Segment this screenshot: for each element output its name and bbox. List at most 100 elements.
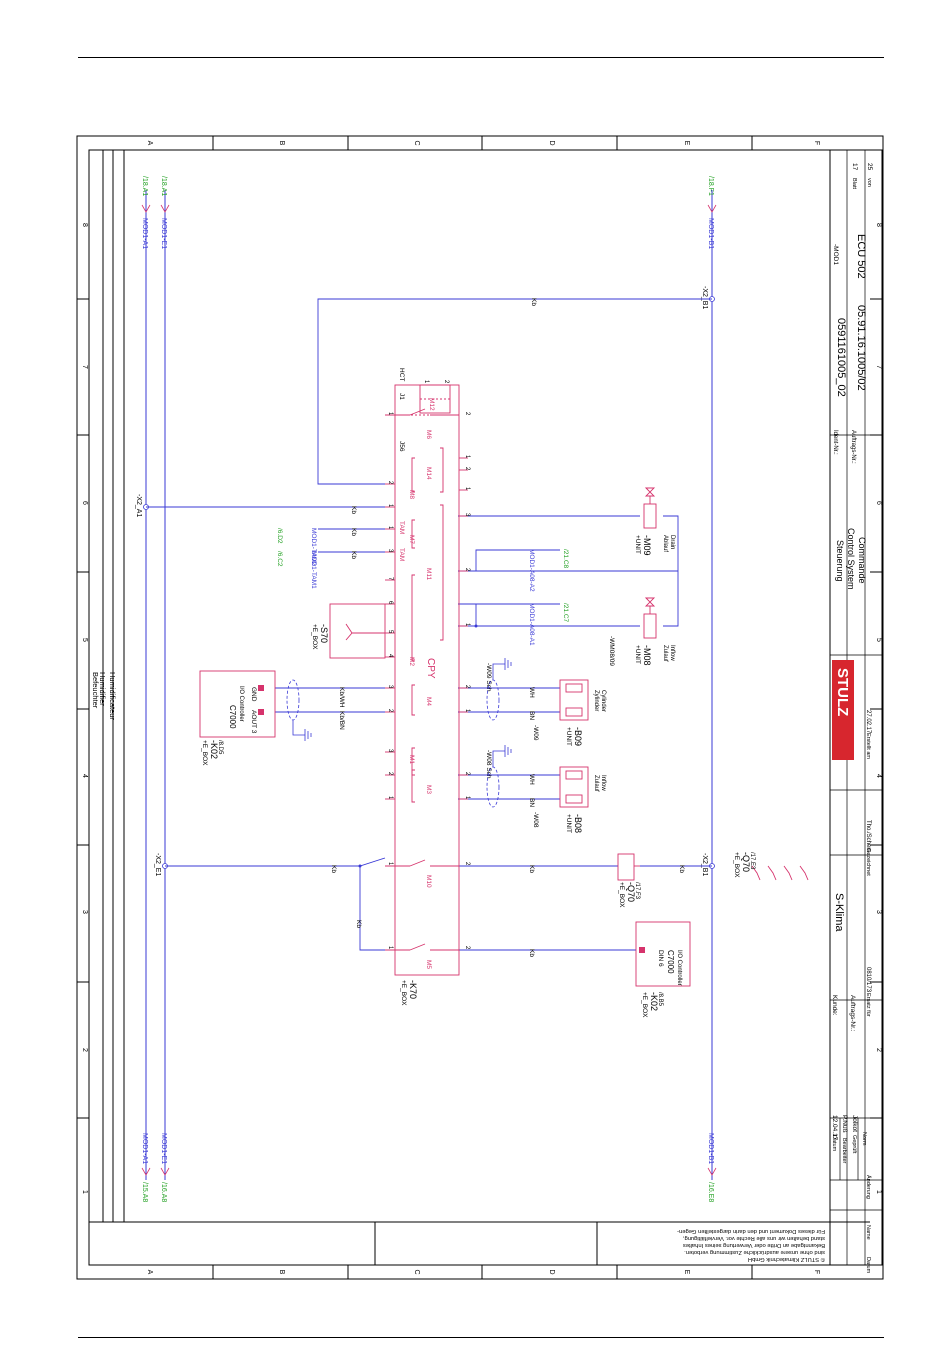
module-m1: M1 bbox=[408, 755, 415, 764]
order2-label: Auftrags-Nr.: bbox=[850, 430, 856, 464]
svg-text:2: 2 bbox=[464, 862, 470, 866]
grid-letter-d-top: D bbox=[548, 140, 555, 145]
section-title-de: Befeuchter bbox=[91, 672, 100, 709]
m08-location: +UNIT bbox=[634, 645, 641, 664]
pin-numbers: 1 1 1 2 3 2 3 4 5 6 7 3 1 1 2 1 2 2 1 2 … bbox=[387, 380, 470, 950]
svg-text:7: 7 bbox=[387, 577, 393, 581]
module-m12: M12 bbox=[428, 398, 435, 411]
replace-value: 0810/173 bbox=[865, 967, 871, 993]
k02-gnd: GND bbox=[250, 687, 257, 702]
grid-labels: A B C D E F A B C D E F 1 2 3 4 5 6 7 8 … bbox=[81, 140, 882, 1274]
wire-kbbn: Kb/BN bbox=[338, 711, 345, 730]
module-value: -MOD1 bbox=[832, 244, 839, 265]
wire-wh-b08: WH bbox=[528, 774, 535, 785]
ident-value: 0591161005_02 bbox=[835, 318, 847, 397]
module-m3: M3 bbox=[425, 785, 432, 794]
wire-bn-b09: BN bbox=[528, 711, 535, 720]
s70-location: +E_BOX bbox=[311, 624, 318, 650]
q70-tag: -Q70 bbox=[626, 882, 636, 902]
section-title-en: Humidifier bbox=[98, 672, 107, 706]
svg-text:5: 5 bbox=[387, 630, 393, 634]
wire-label-a1-top: MOD1-A1 bbox=[141, 218, 148, 249]
frame bbox=[76, 135, 884, 1280]
wire-wh-b09: WH bbox=[528, 687, 535, 698]
top-rule bbox=[78, 57, 884, 58]
module-m7: M7 bbox=[408, 535, 415, 544]
module-m6: M6 bbox=[425, 430, 432, 439]
k02-top-desc: I/O Controller bbox=[238, 686, 244, 722]
m09-tag: -M09 bbox=[642, 535, 652, 556]
ref-top-e1: /18.A1 bbox=[160, 176, 167, 196]
wire-kb-1: Kb bbox=[530, 298, 537, 306]
b09-tag: -B09 bbox=[573, 727, 583, 746]
rail-references: /18.A1 /18.A1 /18.F1 /15.A8 /16.A8 /16.E… bbox=[141, 176, 714, 1202]
b08-desc-en: Inflow bbox=[600, 775, 606, 791]
k02-bottom-ref: /8.B5 bbox=[657, 992, 663, 1007]
checked-label: Geprüft bbox=[851, 1135, 857, 1154]
b09-desc-de: Zylinder bbox=[593, 690, 599, 711]
cpy-module bbox=[199, 384, 809, 987]
svg-text:2: 2 bbox=[387, 709, 393, 713]
grid-number-5-left: 5 bbox=[81, 638, 88, 642]
q70-location: +E_BOX bbox=[618, 882, 625, 908]
q70-contact-tag: -Q70 bbox=[741, 852, 751, 872]
replace-label: Ersatz für bbox=[865, 993, 871, 1017]
sheet-value: 17 bbox=[851, 163, 858, 171]
k02-bottom-model: C7000 bbox=[666, 950, 675, 974]
wire-w08: -W08 bbox=[532, 812, 539, 828]
ref-bottom-e8: /16.A8 bbox=[160, 1182, 167, 1202]
ref-bottom-a8: /15.A8 bbox=[141, 1182, 148, 1202]
svg-text:1: 1 bbox=[387, 796, 393, 800]
checked-value: Jolkot bbox=[851, 1115, 858, 1132]
m09-desc-en: Drain bbox=[669, 535, 675, 549]
grid-number-5-right: 5 bbox=[875, 638, 882, 642]
b09-location: +UNIT bbox=[565, 727, 572, 746]
svg-text:2: 2 bbox=[464, 568, 470, 572]
grid-letter-f-bottom: F bbox=[813, 1270, 820, 1274]
copyright-line-2: stand behalten wir uns alle Rechte vor. … bbox=[683, 1235, 825, 1241]
module-m10: M10 bbox=[425, 875, 432, 888]
created-value: 27.02.17 bbox=[865, 710, 871, 734]
wire-bn-b08: BN bbox=[528, 798, 535, 807]
wire-kb-6: Kb bbox=[355, 920, 362, 928]
grid-number-1-right: 1 bbox=[875, 1190, 882, 1194]
wire-kb-5: Kb bbox=[330, 865, 337, 873]
wire-kb-4: Kb bbox=[350, 551, 357, 559]
copyright-block: Für dieses Dokument und den darin darges… bbox=[677, 1228, 825, 1263]
grid-number-7-left: 7 bbox=[81, 365, 88, 369]
drawn-label: Bearbeiter bbox=[841, 1138, 847, 1164]
k02-bottom-din: DIN 6 bbox=[657, 950, 664, 967]
k70-location: +E_BOX bbox=[400, 980, 407, 1006]
order2-value: 05.91.16.1005/02 bbox=[855, 305, 867, 391]
wires bbox=[146, 298, 712, 951]
k02-bottom-location: +E_BOX bbox=[641, 992, 648, 1018]
customer-label: Kunde: bbox=[831, 995, 838, 1016]
stulz-logo-text: STULZ bbox=[834, 668, 851, 716]
svg-text:3: 3 bbox=[387, 749, 393, 753]
q70-contact-location: +E_BOX bbox=[733, 852, 740, 878]
m08-desc-en: Inflow bbox=[669, 645, 675, 661]
grid-number-1-left: 1 bbox=[81, 1190, 88, 1194]
svg-text:1: 1 bbox=[387, 526, 393, 530]
of-label: von bbox=[866, 178, 872, 187]
module-m4: M4 bbox=[425, 697, 432, 706]
drawing-label: Gezeichnet bbox=[865, 848, 871, 876]
wire-wm08-09: -WM08/09 bbox=[608, 636, 615, 666]
k02-bottom-desc: I/O Controller bbox=[676, 950, 682, 986]
wire-label-b1-bottom: MOD1-B1 bbox=[707, 1133, 714, 1164]
k70-tag: -K70 bbox=[408, 980, 418, 999]
grid-number-4-right: 4 bbox=[875, 774, 882, 778]
signal-refs: MOD1-TAM1 MOD1-TAM2 /6.C2 /6.D2 MOD1-A08… bbox=[276, 528, 569, 646]
terminal-x2-b1-top: -X2_B1 bbox=[701, 286, 708, 309]
copyright-line-4: sind ohne unsere ausdrückliche Zustimmun… bbox=[684, 1249, 825, 1255]
customer-value: S-Klima bbox=[833, 893, 845, 932]
k02-aout3: AOUT 3 bbox=[250, 710, 257, 734]
signal-mod1-tam1: MOD1-TAM1 bbox=[310, 551, 317, 589]
drawing-value: Tho./Schem. bbox=[865, 820, 871, 854]
junction-dots bbox=[358, 624, 478, 868]
stulz-logo bbox=[832, 660, 854, 760]
svg-text:1: 1 bbox=[423, 380, 429, 384]
m08-tag: -M08 bbox=[642, 645, 652, 666]
module-tam-1: TAM bbox=[398, 548, 405, 561]
